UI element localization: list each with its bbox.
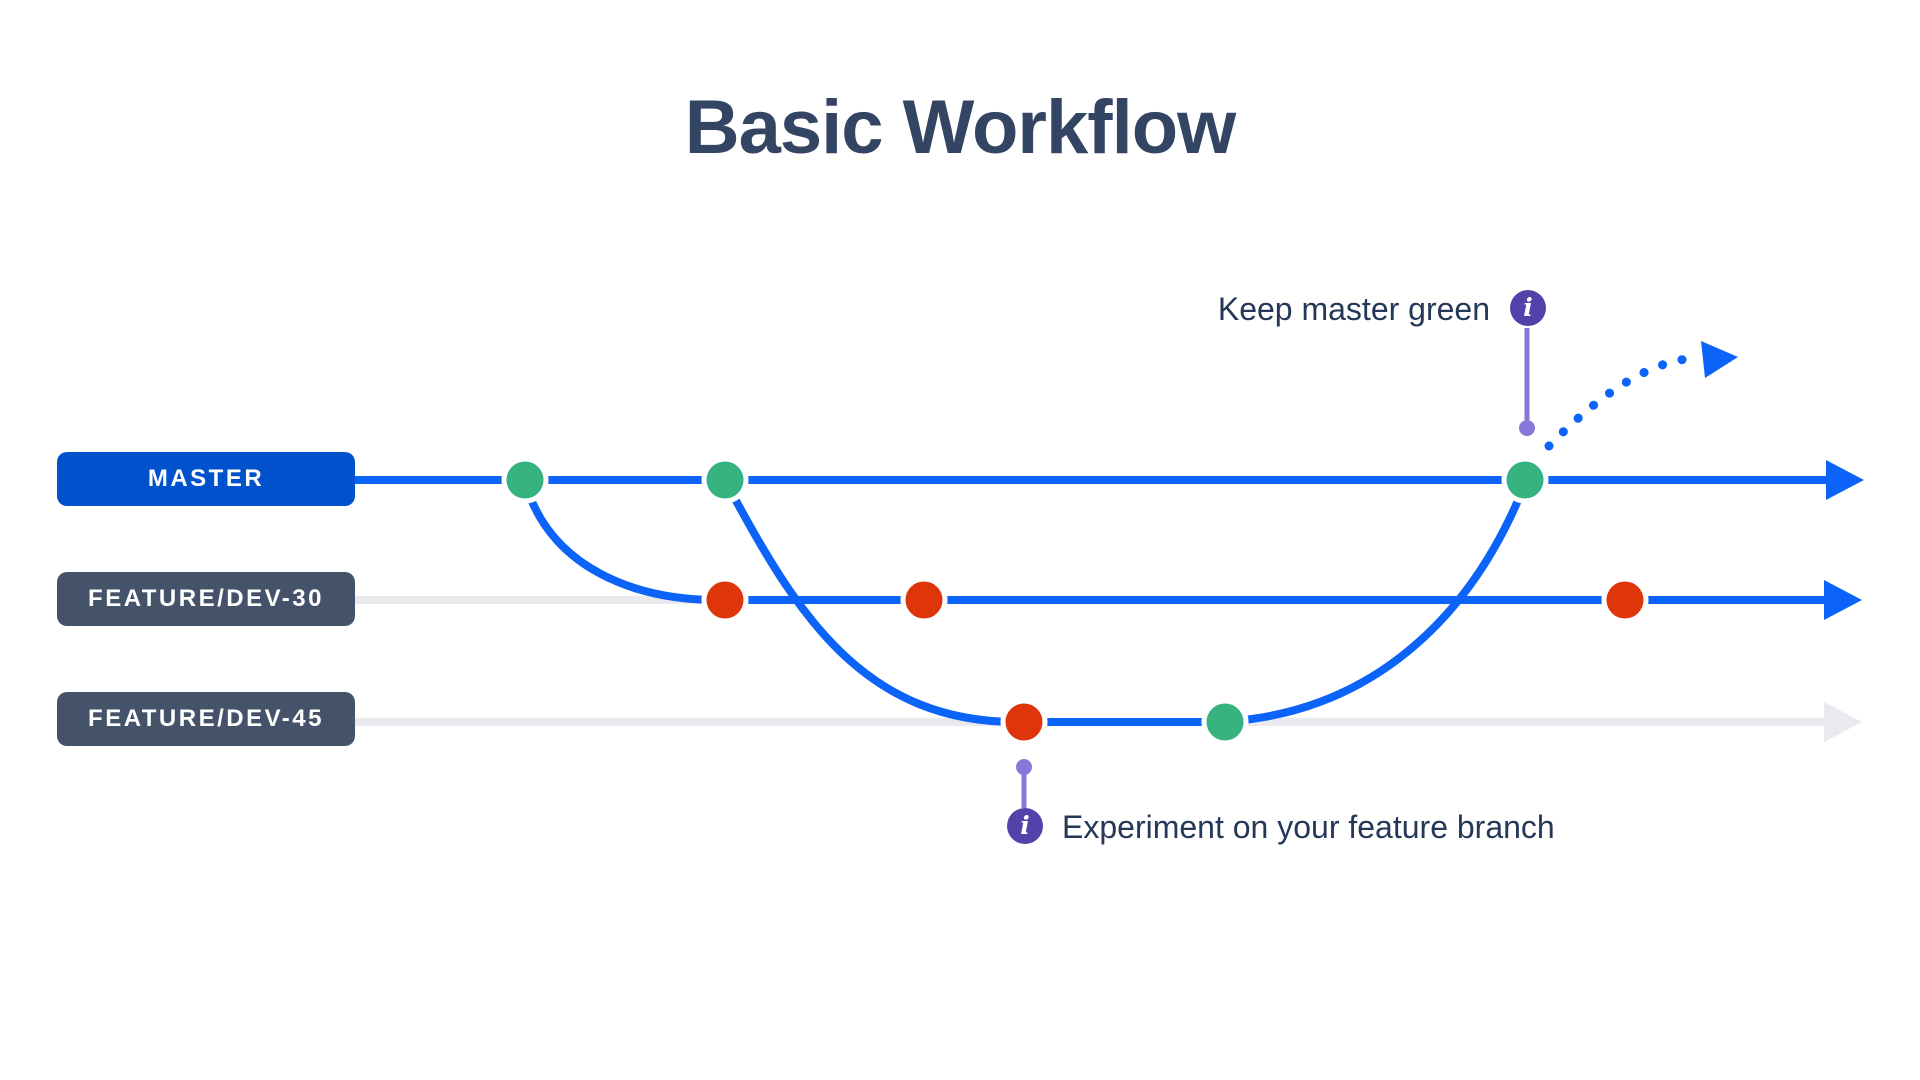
- commit-dot-feature-dev-45: [1000, 698, 1048, 746]
- branch-badge-feature-dev-45-label: FEATURE/DEV-45: [88, 705, 324, 732]
- commit-dot-feature-dev-30: [1601, 576, 1649, 624]
- commit-dot-master: [701, 456, 749, 504]
- commit-dot-master: [501, 456, 549, 504]
- commit-dot-feature-dev-45: [1201, 698, 1249, 746]
- dotted-arc-arrowhead-icon: [1701, 341, 1738, 378]
- annotation-experiment-on-feature-branch: Experiment on your feature branch: [1062, 809, 1555, 845]
- branch-badge-feature-dev-30: FEATURE/DEV-30: [57, 572, 355, 626]
- master-arrowhead-icon: [1826, 460, 1864, 500]
- experiment-connector-dot: [1016, 759, 1032, 775]
- merge-curve-dev-45-to-master: [1228, 487, 1526, 725]
- branch-badge-feature-dev-45: FEATURE/DEV-45: [57, 692, 355, 746]
- branch-curve-master-to-dev-30: [525, 490, 722, 604]
- commit-dot-feature-dev-30: [701, 576, 749, 624]
- commit-dot-master: [1501, 456, 1549, 504]
- dotted-continuation-arc: [1544, 353, 1703, 451]
- info-icon-glyph: i: [1523, 292, 1533, 322]
- feature-dev-45-arrowhead-icon: [1824, 702, 1862, 742]
- commit-dot-feature-dev-30: [900, 576, 948, 624]
- diagram-title: Basic Workflow: [684, 85, 1237, 170]
- annotation-keep-master-green: Keep master green: [1217, 291, 1490, 327]
- commits-layer: [501, 456, 1649, 746]
- branch-badge-feature-dev-30-label: FEATURE/DEV-30: [88, 585, 324, 612]
- info-icon: i: [1510, 290, 1546, 326]
- branch-badge-master: MASTER: [57, 452, 355, 506]
- feature-dev-30-arrowhead-icon: [1824, 580, 1862, 620]
- branch-badge-master-label: MASTER: [147, 465, 265, 492]
- info-icon: i: [1007, 808, 1043, 844]
- info-icon-glyph: i: [1020, 810, 1030, 840]
- keep-master-green-connector-dot: [1519, 420, 1535, 436]
- branch-curve-master-to-dev-45: [729, 491, 1021, 726]
